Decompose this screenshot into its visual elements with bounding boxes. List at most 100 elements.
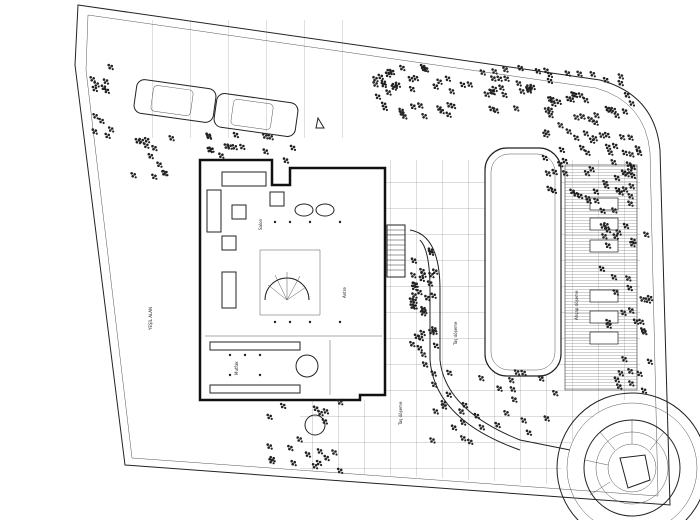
tree-icon [498, 84, 505, 91]
tree-icon [287, 444, 294, 452]
round-table [295, 354, 319, 378]
tree-icon [557, 122, 564, 129]
tree-icon [266, 413, 273, 420]
tree-icon [91, 85, 98, 93]
tree-icon [621, 149, 628, 156]
tree-icon [627, 134, 634, 141]
tree-icon [479, 69, 486, 76]
tree-icon [513, 105, 520, 112]
tree-icon [289, 144, 297, 151]
tree-icon [421, 113, 428, 120]
label-stone-paving-2: Taş döşeme [398, 401, 403, 426]
tree-icon [156, 161, 163, 168]
tree-icon [410, 103, 417, 110]
coffee-table [294, 203, 335, 217]
tree-icon [621, 108, 629, 115]
tree-icon [604, 143, 612, 150]
tree-icon [381, 104, 388, 112]
tree-icon [445, 111, 452, 118]
car [213, 92, 299, 138]
tree-icon [628, 100, 636, 107]
tree-icon [385, 89, 392, 96]
tree-icon [592, 119, 599, 126]
tree-icon [432, 83, 439, 90]
tree-icon [617, 73, 624, 80]
tree-icon [640, 387, 648, 394]
tree-icon [239, 143, 246, 151]
terrace-table [304, 414, 326, 436]
tree-icon [496, 75, 503, 82]
tree-icon [593, 112, 600, 119]
tree-icon [290, 459, 297, 467]
tree-icon [607, 149, 614, 156]
tree-icon [107, 126, 115, 133]
tree-icon [503, 75, 510, 82]
tree-icon [231, 144, 238, 151]
tree-icon [130, 172, 137, 179]
tree-icon [577, 92, 585, 99]
swimming-pool [484, 147, 562, 377]
tree-icon [555, 98, 562, 105]
tree-icon [103, 87, 110, 94]
tree-icon [408, 85, 416, 93]
tree-icon [107, 63, 114, 71]
tree-icon [151, 144, 158, 152]
tree-icon [502, 66, 509, 73]
tree-icon [582, 130, 590, 137]
tree-icon [92, 113, 99, 120]
tree-icon [587, 116, 594, 123]
label-kitchen: Mutfak [234, 361, 239, 375]
tree-icon [602, 76, 610, 84]
tree-icon [573, 134, 580, 141]
tree-icon [639, 296, 646, 303]
tree-icon [578, 144, 586, 152]
tree-icon [518, 88, 526, 95]
tree-icon [147, 152, 154, 160]
tree-icon [643, 231, 650, 238]
label-wood-deck: Ahşap döşeme [574, 290, 579, 320]
parking-area [120, 20, 370, 138]
tree-icon [558, 146, 566, 154]
exterior-stairs [386, 224, 406, 278]
kitchen-counter [209, 341, 301, 394]
tree-icon [628, 151, 635, 158]
tree-icon [399, 64, 406, 72]
tree-icon [102, 78, 110, 85]
tree-icon [617, 79, 624, 87]
tree-icon [266, 443, 273, 450]
tree-icon [436, 78, 443, 85]
tree-icon [412, 74, 420, 82]
tree-icon [279, 402, 287, 410]
tree-icon [589, 71, 596, 78]
label-stone-paving: Taş döşeme [453, 321, 458, 346]
wood-deck [564, 164, 638, 391]
tree-icon [377, 73, 384, 80]
tree-icon [262, 148, 269, 155]
tree-icon [417, 102, 424, 109]
label-green-area: YEŞİL ALAN [148, 307, 153, 331]
tree-icon [501, 91, 508, 99]
sofa-set [206, 171, 285, 251]
tree-icon [98, 117, 105, 125]
tree-icon [100, 84, 107, 91]
tree-icon [444, 75, 452, 82]
tree-icon [579, 113, 586, 120]
tree-icon [619, 134, 626, 141]
staircase [264, 272, 310, 301]
sun-loungers [589, 197, 619, 345]
site-boundary [74, 4, 671, 506]
tree-icon [611, 142, 619, 150]
tree-icon [104, 132, 111, 139]
tree-icon [401, 113, 408, 120]
tree-icon [218, 152, 225, 159]
tree-icon [490, 75, 497, 82]
tree-icon [644, 297, 652, 304]
tree-icon [515, 80, 522, 87]
tree-icon [448, 88, 455, 95]
tree-icon [573, 114, 580, 121]
tree-icon [459, 81, 466, 88]
tree-icon [91, 128, 98, 135]
circular-seating-area [556, 392, 700, 520]
tree-icon [93, 81, 100, 88]
